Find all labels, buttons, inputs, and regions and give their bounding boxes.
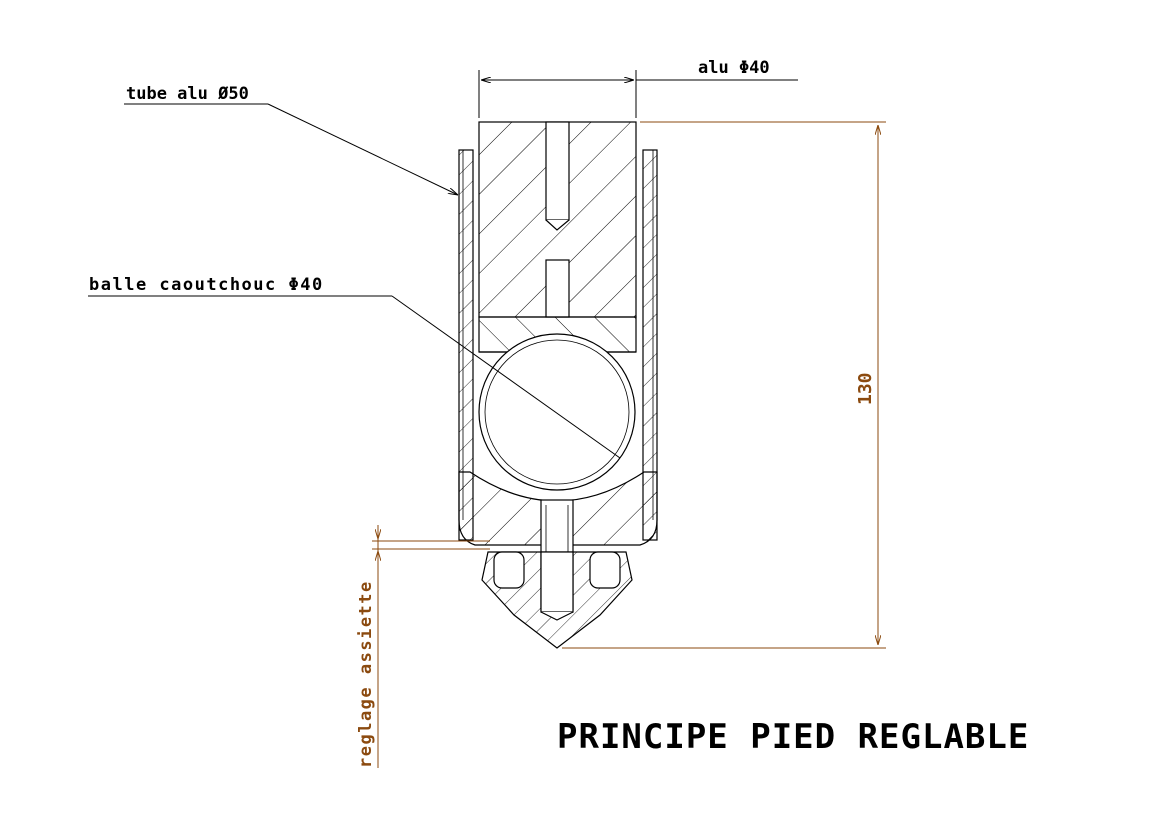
drawing-title: PRINCIPE PIED REGLABLE bbox=[557, 717, 1029, 757]
label-dimension-130: 130 bbox=[855, 372, 876, 405]
label-reglage: reglage assiette bbox=[356, 580, 376, 768]
label-alu: alu Φ40 bbox=[698, 58, 770, 78]
dimension-130 bbox=[562, 121, 886, 649]
dimension-reglage bbox=[372, 525, 490, 768]
outer-tube bbox=[458, 149, 658, 541]
rubber-ball bbox=[478, 333, 636, 491]
label-tube: tube alu Ø50 bbox=[126, 84, 249, 104]
dimension-alu bbox=[478, 70, 798, 118]
leader-tube bbox=[124, 103, 458, 195]
upper-plug bbox=[478, 121, 637, 353]
leader-balle bbox=[88, 295, 621, 459]
adjustable-foot bbox=[481, 551, 633, 649]
label-balle: balle caoutchouc Φ40 bbox=[89, 275, 324, 295]
